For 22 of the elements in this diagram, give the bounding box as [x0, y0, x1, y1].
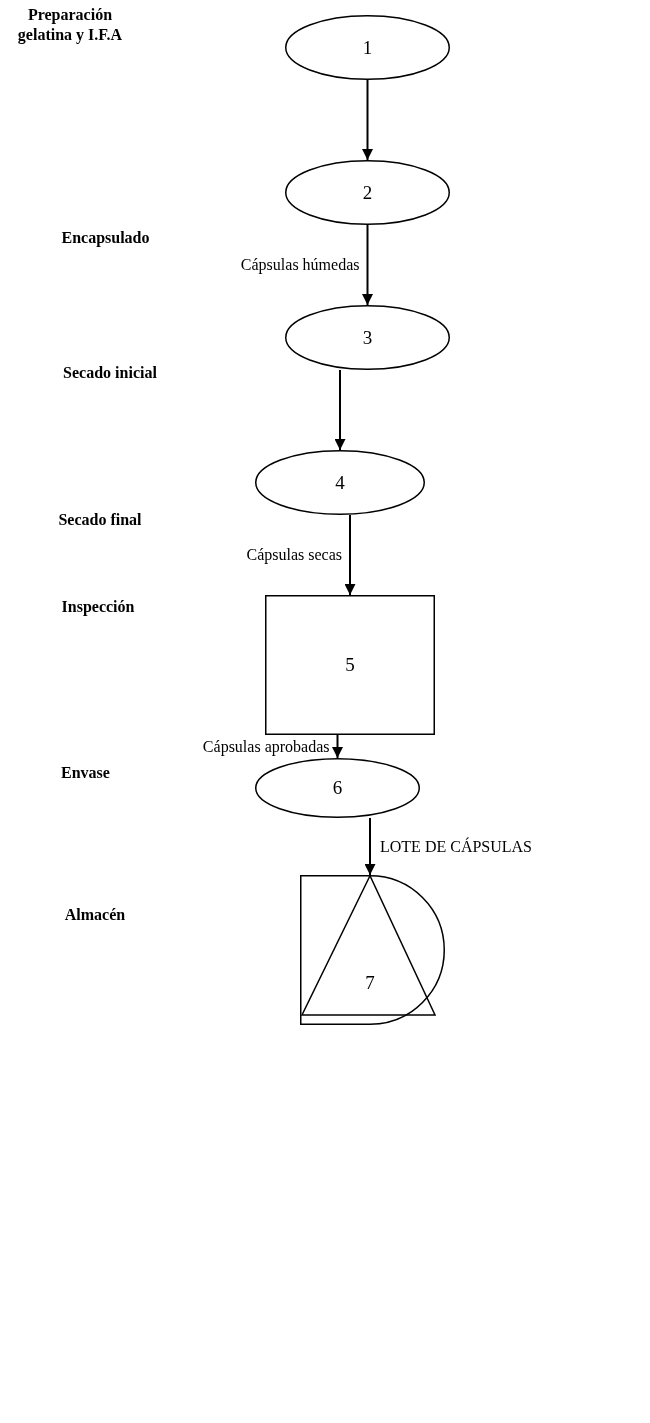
arrow [364, 817, 376, 876]
arrow [334, 369, 346, 451]
step-number: 6 [332, 777, 343, 799]
step-heading: Almacén [63, 905, 127, 925]
arrow [332, 734, 343, 759]
arrow [362, 224, 373, 306]
step-number: 1 [362, 36, 373, 59]
step-number: 5 [345, 654, 355, 676]
step-number: 4 [335, 471, 345, 494]
arrow [344, 514, 356, 596]
step-heading: Encapsulado [60, 228, 151, 248]
step-heading: Envase [60, 763, 111, 783]
arrow [362, 79, 373, 161]
step-number: 2 [362, 181, 373, 204]
step-heading: Secado final [57, 510, 143, 530]
step-heading: Inspección [60, 597, 136, 617]
edge-label: Cápsulas secas [246, 545, 342, 565]
step-heading: Secado inicial [62, 363, 158, 383]
edge-label: Cápsulas húmedas [240, 255, 360, 275]
step-heading: Preparación gelatina y I.F.A [16, 5, 124, 45]
step-number: 7 [365, 972, 375, 994]
step-number: 3 [362, 326, 373, 349]
